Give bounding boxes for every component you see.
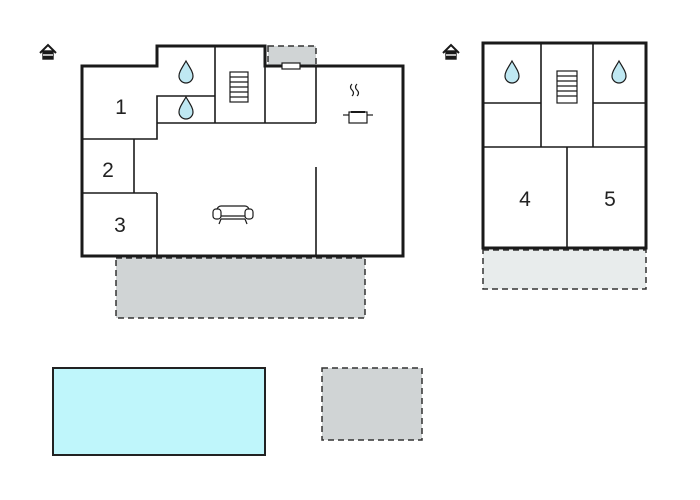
room-4-label: 4 <box>519 188 531 211</box>
water-drop-icon <box>504 59 520 84</box>
room-3-label: 3 <box>114 214 126 237</box>
room-1-label: 1 <box>115 96 127 119</box>
ground-floor-outline <box>80 44 405 258</box>
room-5-label: 5 <box>604 188 616 211</box>
water-drop-icon <box>178 59 194 84</box>
water-drop-icon <box>611 59 627 84</box>
ground-floor: 1 2 3 <box>80 44 405 258</box>
terrace-front <box>115 257 366 319</box>
terrace-pool <box>321 367 423 441</box>
swimming-pool <box>52 367 266 456</box>
house-icon <box>442 43 460 60</box>
upper-floor: 4 5 <box>481 41 648 250</box>
upper-floor-outline <box>481 41 648 250</box>
terrace-upper <box>482 249 647 290</box>
house-icon <box>39 43 57 60</box>
staircase-icon <box>556 70 578 104</box>
entrance-door <box>281 62 301 70</box>
water-drop-icon <box>178 95 194 120</box>
sofa-icon <box>212 205 254 225</box>
room-2-label: 2 <box>102 159 114 182</box>
staircase-icon <box>229 71 249 103</box>
cooking-pot-icon <box>343 83 373 124</box>
